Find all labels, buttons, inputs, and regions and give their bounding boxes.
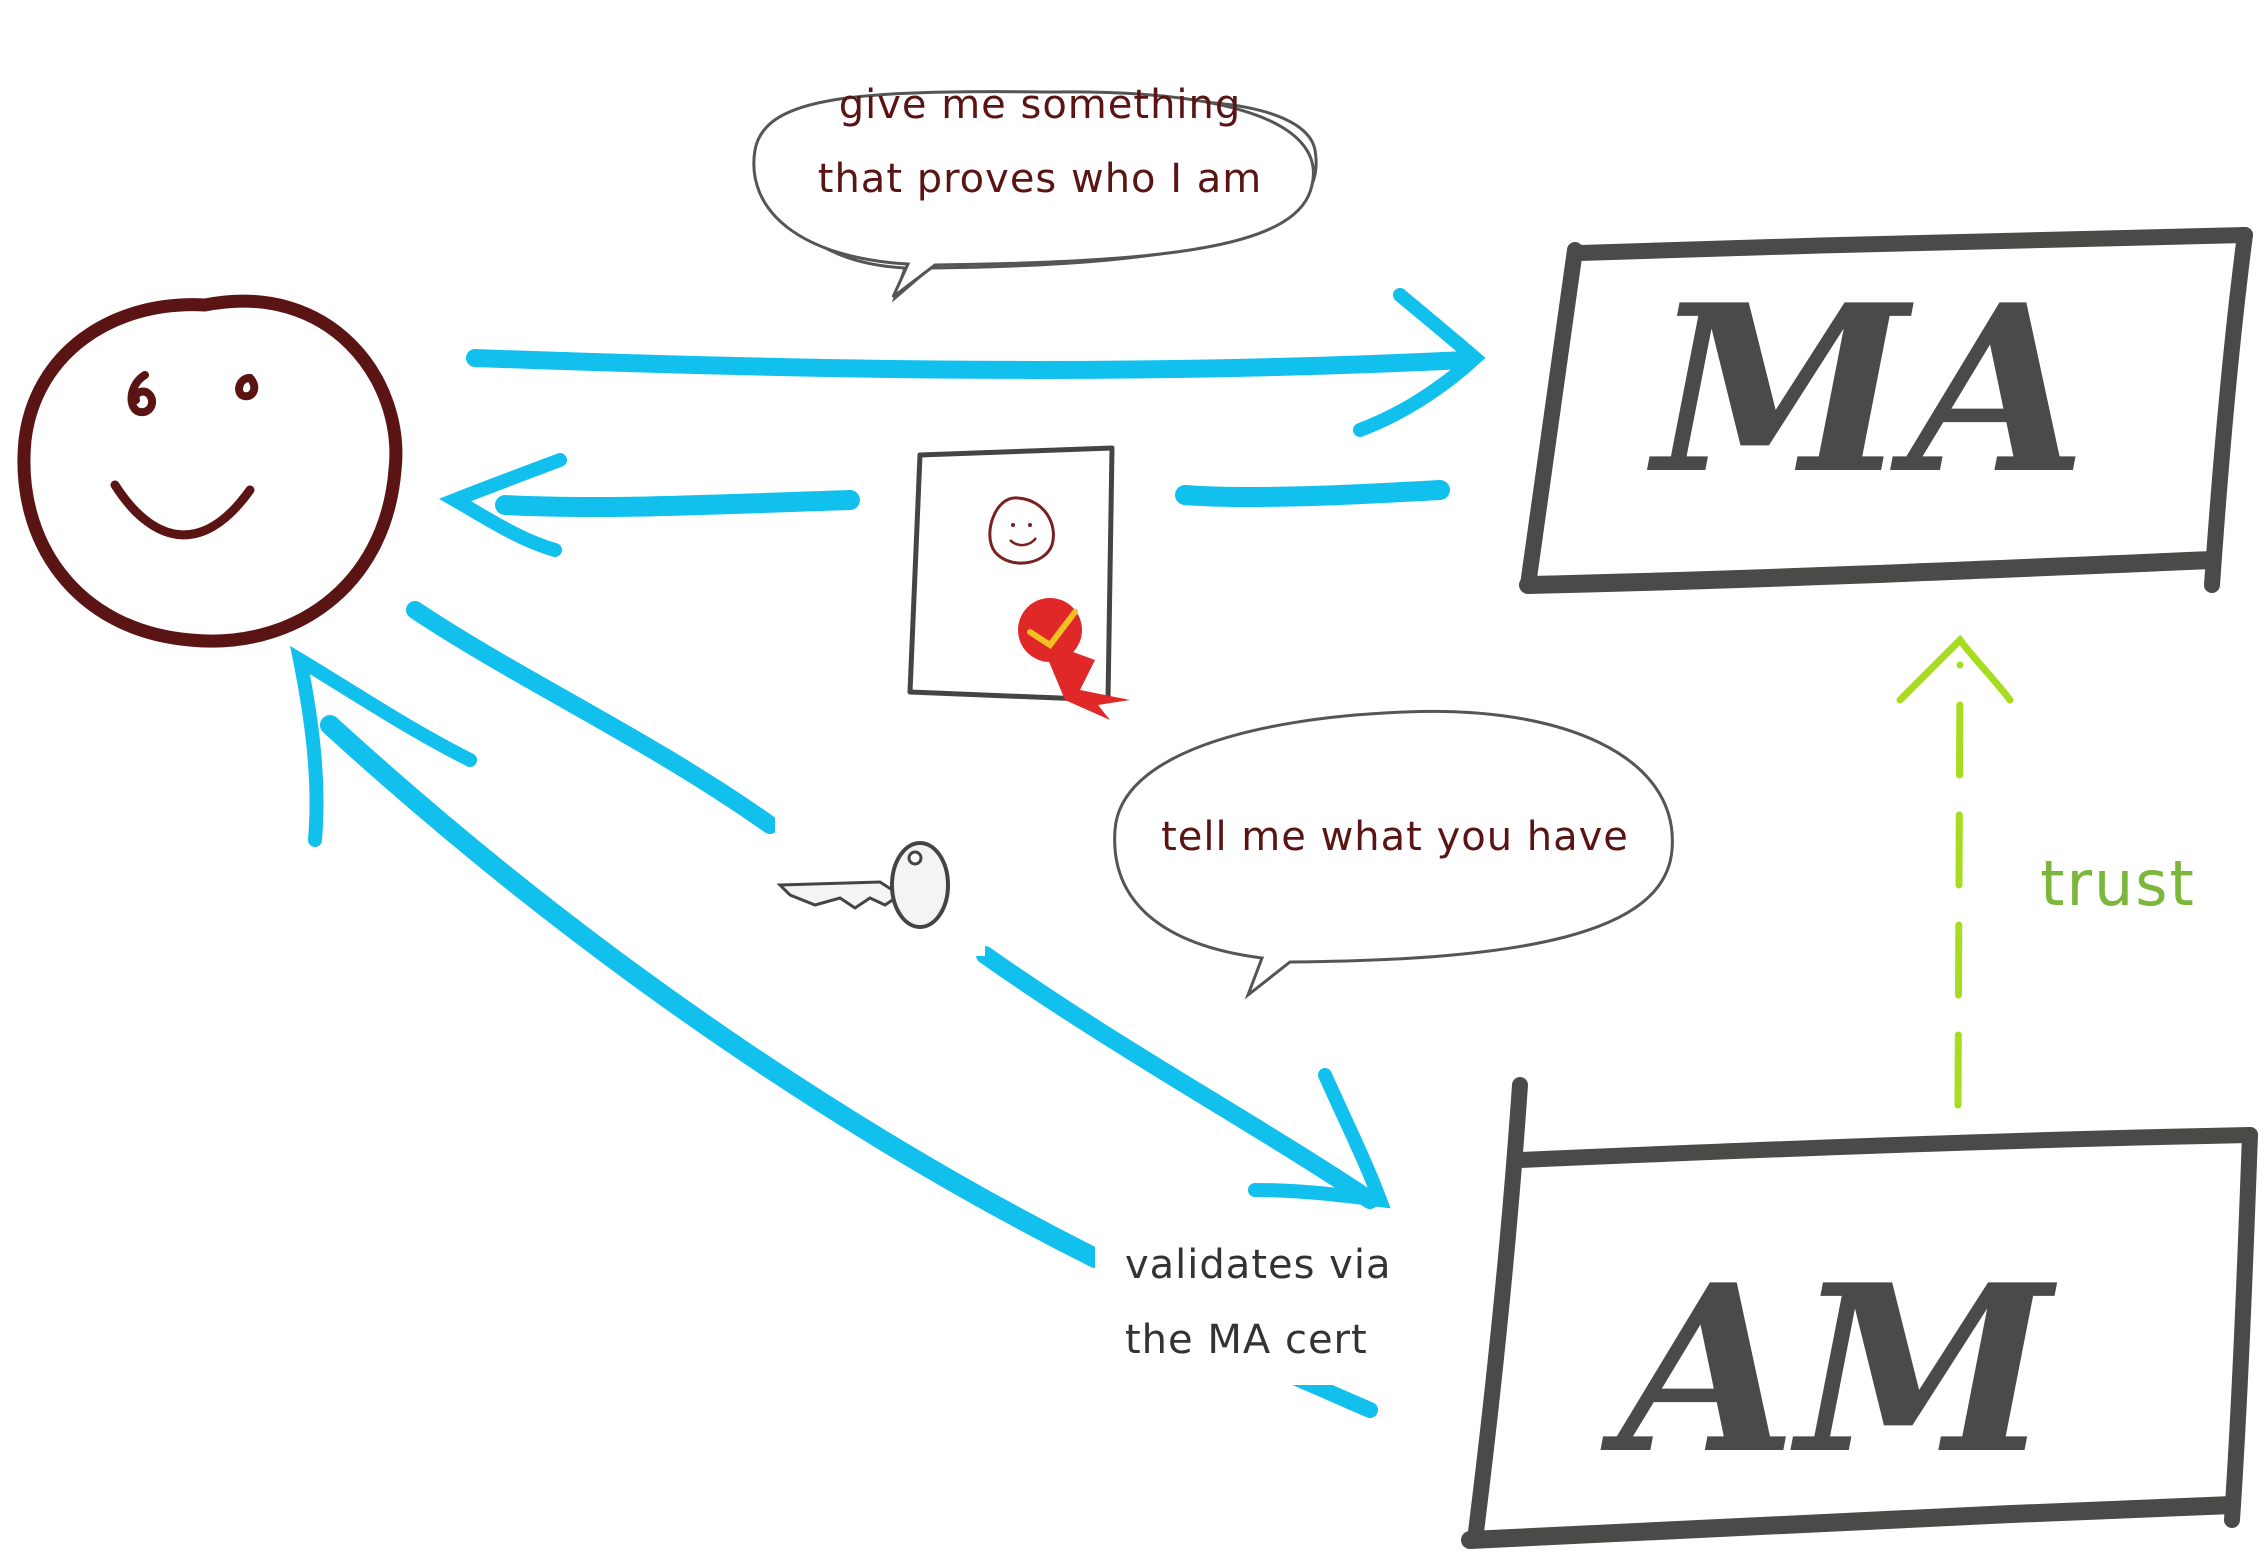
ma-label: MA (1646, 255, 2086, 525)
ribbon-seal-icon (1018, 598, 1130, 720)
validates-note: validates via the MA cert (1095, 1225, 1420, 1385)
am-box: AM (1461, 1077, 2258, 1549)
ma-box: MA (1519, 227, 2253, 594)
key-icon (775, 808, 985, 956)
validates-line2: the MA cert (1125, 1317, 1368, 1363)
trust-label: trust (2040, 847, 2196, 920)
am-label: AM (1600, 1235, 2057, 1505)
arrow-user-to-am (406, 601, 1391, 1209)
certificate-icon (907, 445, 1130, 720)
speech-bubble-top: give me something that proves who I am (752, 82, 1318, 303)
user-smiley-icon (17, 294, 403, 648)
bubble-top-line1: give me something (839, 82, 1242, 128)
speech-bubble-middle: tell me what you have (1113, 709, 1674, 1000)
validates-line1: validates via (1125, 1242, 1391, 1288)
bubble-middle-text: tell me what you have (1161, 814, 1629, 860)
arrow-user-to-ma (466, 288, 1486, 437)
bubble-top-line2: that proves who I am (818, 156, 1262, 202)
arrow-ma-to-user (438, 453, 1450, 557)
trust-arrow: trust (1896, 634, 2196, 1109)
